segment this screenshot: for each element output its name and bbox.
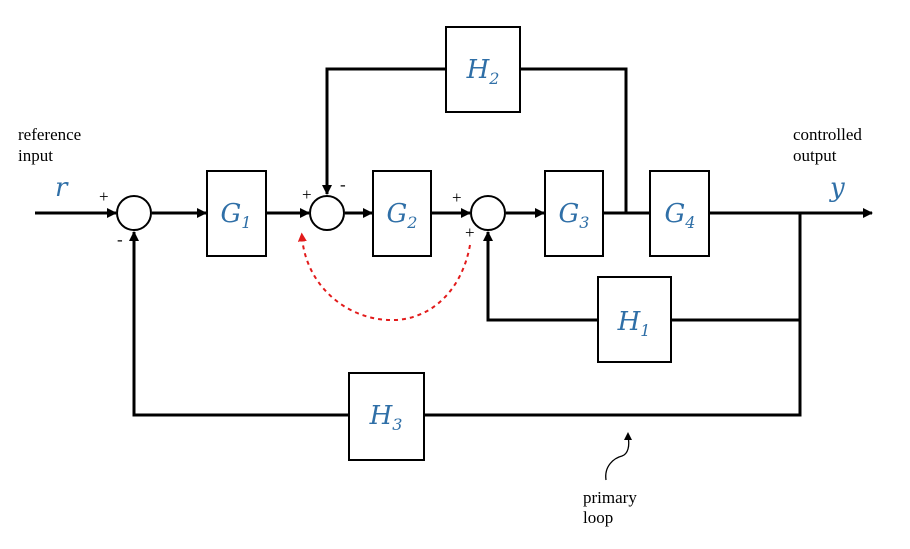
summing-junction-3: [470, 195, 506, 231]
svg-text:G1: G1: [221, 199, 252, 232]
input-label-line2: input: [18, 146, 53, 165]
sign-sum3-plus-left: +: [452, 188, 462, 207]
block-h1: H1: [597, 276, 672, 363]
block-h2: H2: [445, 26, 521, 113]
svg-text:G4: G4: [665, 199, 696, 232]
sign-sum1-minus: -: [117, 230, 123, 249]
primary-loop-pointer-head: [624, 432, 632, 440]
block-g3: G3: [544, 170, 604, 257]
wire-h3-feedback-right: [424, 320, 802, 417]
summing-junction-1: [116, 195, 152, 231]
block-g4: G4: [649, 170, 710, 257]
svg-text:G3: G3: [559, 199, 590, 232]
sign-sum3-plus-bottom: +: [465, 223, 475, 242]
sign-sum1-plus: +: [99, 187, 109, 206]
input-signal-r: r: [55, 173, 69, 203]
svg-text:H3: H3: [369, 401, 403, 434]
block-g1: G1: [206, 170, 267, 257]
loop-label-line1: primary: [583, 488, 637, 507]
sign-sum2-minus: -: [340, 175, 346, 194]
sign-sum2-plus: +: [302, 185, 312, 204]
loop-label-line2: loop: [583, 508, 613, 527]
wire-h2-feedback-right: [520, 67, 628, 213]
block-g2: G2: [372, 170, 432, 257]
output-label-line2: output: [793, 146, 837, 165]
block-h3: H3: [348, 372, 425, 461]
wire-h1-feedback-left: [483, 231, 598, 322]
summing-junction-2: [309, 195, 345, 231]
wire-h3-feedback-left: [129, 231, 349, 417]
primary-loop-pointer: [605, 435, 630, 481]
wire-h2-feedback-left: [322, 67, 446, 195]
svg-text:H2: H2: [466, 55, 500, 88]
output-signal-y: y: [829, 173, 845, 203]
svg-text:G2: G2: [387, 199, 418, 232]
svg-text:H1: H1: [617, 307, 651, 340]
input-label-line1: reference: [18, 125, 81, 144]
output-label-line1: controlled: [793, 125, 862, 144]
relocation-arc: [297, 232, 471, 322]
